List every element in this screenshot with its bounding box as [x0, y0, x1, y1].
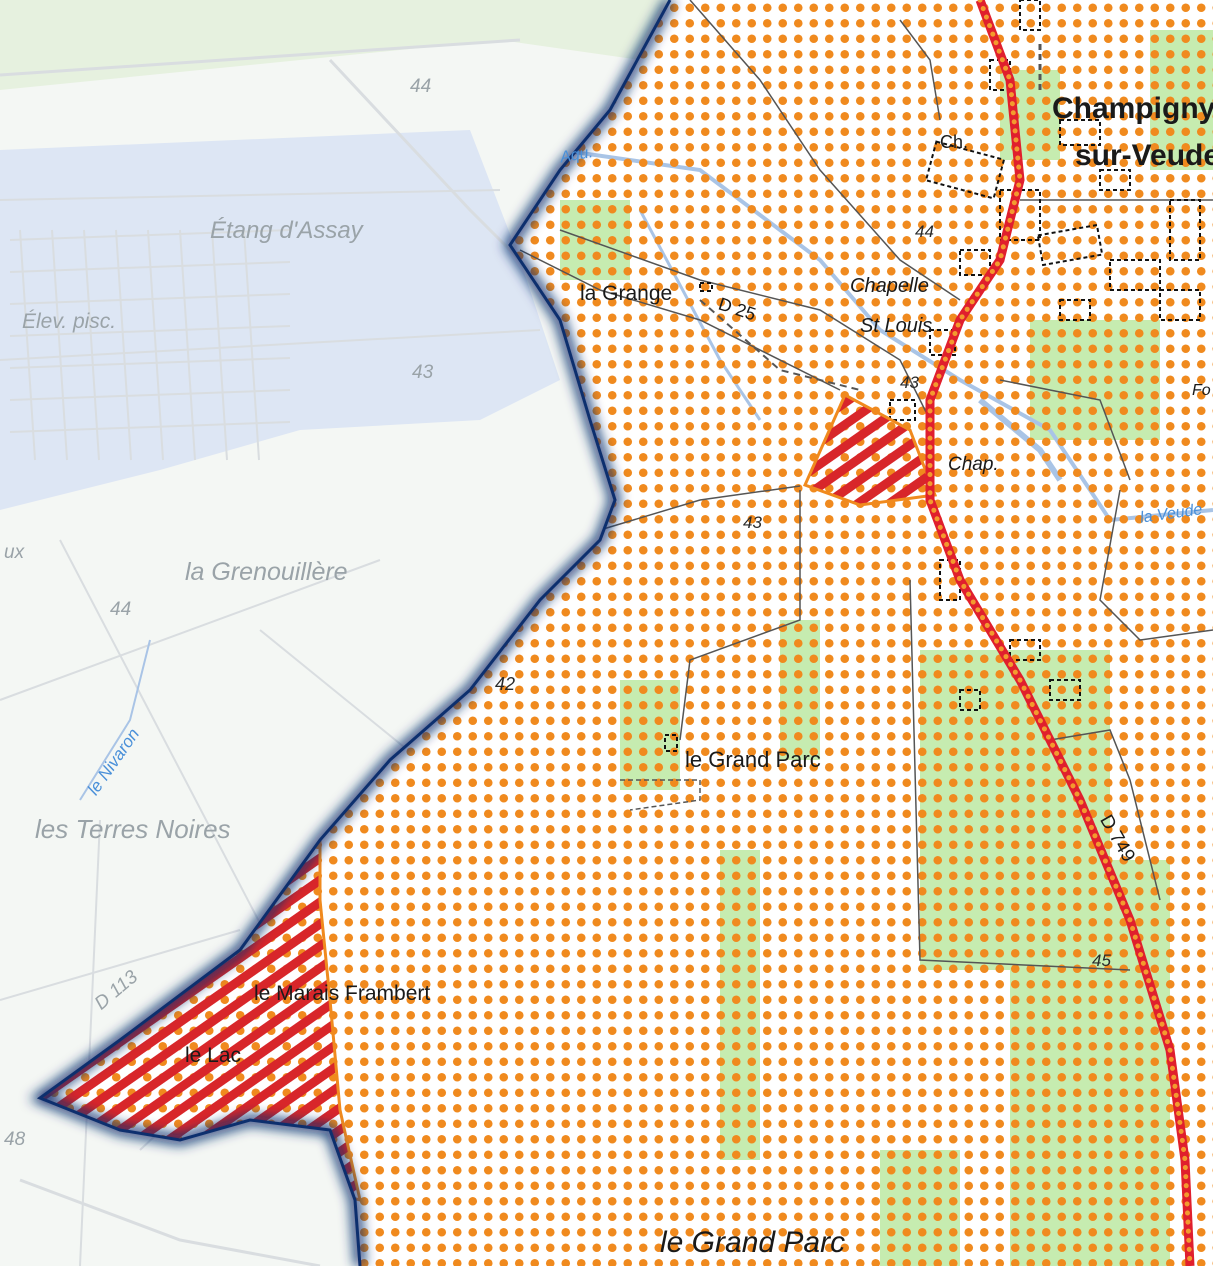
fishpond-grid-line [9, 389, 291, 401]
label-alt-44-left: 44 [110, 599, 131, 620]
fishpond-grid-line [9, 357, 291, 369]
label-le-lac: le Lac [185, 1044, 241, 1067]
fishpond-grid-line [51, 229, 68, 461]
label-les-terres-noires: les Terres Noires [35, 814, 231, 844]
zone-labels: Champigny sur-Veude Ch. la Grange D 25 C… [185, 92, 1213, 1259]
fishpond-grid-line [147, 229, 164, 461]
basemap-fishpond-grid [9, 229, 291, 461]
fishpond-grid-line [211, 229, 228, 461]
label-alt-43-left: 43 [412, 362, 434, 383]
label-fo: Fo [1192, 382, 1211, 399]
fishpond-grid-line [9, 325, 291, 337]
local-roads [519, 0, 1213, 971]
buildings [664, 0, 1201, 752]
label-chap: Chap. [948, 454, 999, 475]
hatched-zone-chapelle[interactable] [802, 392, 938, 507]
label-alt-43-town: 43 [900, 373, 919, 392]
basemap-roads [0, 38, 562, 1266]
fishpond-grid-line [9, 261, 291, 273]
fishpond-grid-line [9, 229, 291, 241]
label-le-grand-parc-mid: le Grand Parc [685, 747, 821, 772]
label-ch: Ch. [940, 132, 968, 152]
fishpond-grid-line [179, 229, 196, 461]
fishpond-grid-line [19, 229, 36, 461]
road-d749-dots [927, 0, 1193, 1266]
basemap-pond-area [0, 130, 560, 510]
label-ux: ux [4, 542, 26, 563]
label-le-marais-frambert: le Marais Frambert [254, 982, 430, 1005]
label-elev-pisc: Élev. pisc. [22, 310, 116, 333]
label-stream-top: Aqu. [558, 144, 594, 167]
label-chapelle: Chapelle [850, 275, 929, 297]
label-le-grand-parc-bottom: le Grand Parc [660, 1226, 845, 1259]
label-la-grenouillere: la Grenouillère [185, 558, 348, 586]
label-alt-43-mid: 43 [743, 513, 762, 532]
fishpond-grid-line [243, 229, 260, 461]
label-st-louis: St Louis [860, 315, 932, 337]
label-etang-assay: Étang d'Assay [210, 217, 365, 244]
label-champigny: Champigny [1052, 92, 1213, 125]
fishpond-grid-line [9, 421, 291, 433]
label-alt-42: 42 [495, 674, 515, 694]
basemap-stream [79, 639, 151, 801]
label-alt-44-town: 44 [915, 222, 934, 241]
label-sur-veude: sur-Veude [1075, 139, 1213, 172]
basemap-field-area [0, 0, 700, 90]
label-la-grange: la Grange [580, 282, 672, 305]
label-alt-48: 48 [4, 1129, 26, 1150]
label-alt-45: 45 [1092, 951, 1111, 970]
fishpond-grid-line [9, 293, 291, 305]
label-alt-44-top: 44 [410, 76, 431, 97]
study-area-boundary [36, 0, 672, 1266]
